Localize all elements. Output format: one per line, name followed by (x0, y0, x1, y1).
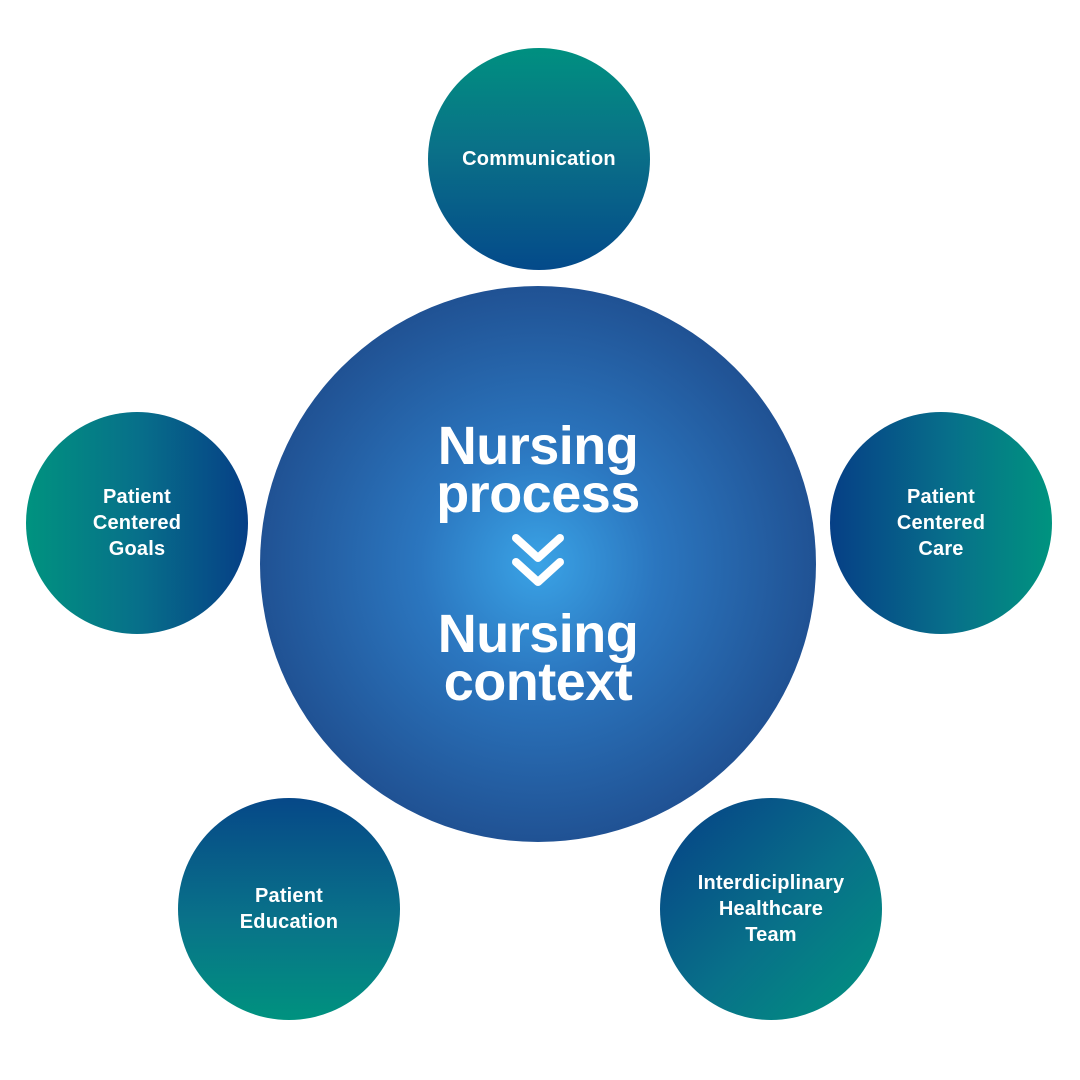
communication-circle: Communication (428, 48, 650, 270)
interdisciplinary-team-label: Interdiciplinary Healthcare Team (697, 872, 845, 946)
interdisciplinary-team-circle: Interdiciplinary Healthcare Team (660, 798, 882, 1020)
center-title-top: Nursing process (436, 416, 640, 524)
patient-centered-care-label: Patient Centered Care (896, 486, 986, 560)
center-title-bottom: Nursing context (437, 604, 639, 712)
patient-centered-care-circle: Patient Centered Care (830, 412, 1052, 634)
patient-centered-goals-circle: Patient Centered Goals (26, 412, 248, 634)
patient-education-circle: Patient Education (178, 798, 400, 1020)
communication-label: Communication (462, 148, 616, 170)
double-chevron-down-icon (512, 534, 564, 586)
patient-education-label: Patient Education (239, 885, 339, 933)
patient-centered-goals-label: Patient Centered Goals (92, 486, 182, 560)
center-circle: Nursing process Nursing context (260, 286, 816, 842)
